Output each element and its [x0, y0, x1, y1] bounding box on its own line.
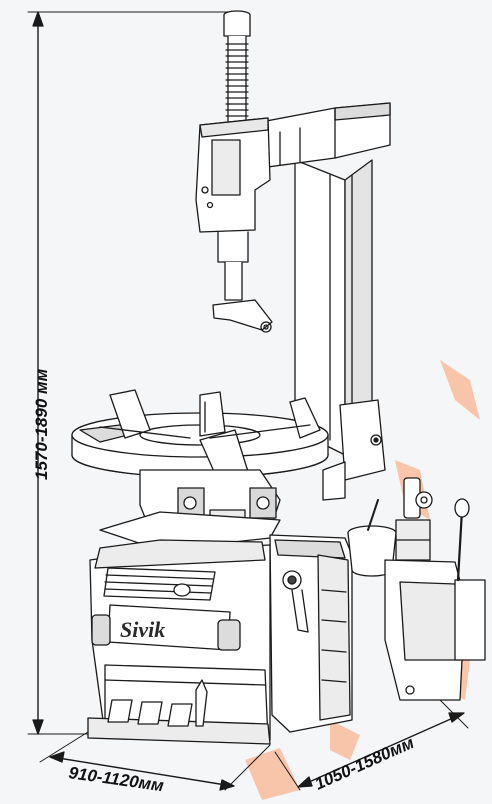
pedals-base: [87, 679, 271, 745]
height-dimension-label: 1570-1890 мм: [32, 368, 51, 480]
height-dimension: [27, 11, 231, 735]
mount-head-housing: [195, 117, 273, 333]
depth-dimension: [274, 699, 469, 791]
assist-unit: [384, 498, 486, 701]
spring-coil: [225, 43, 249, 117]
turntable: [71, 389, 329, 486]
bead-breaker: [269, 534, 353, 733]
depth-dimension-label: 1050-1580мм: [312, 733, 417, 794]
spring-shaft: [223, 10, 251, 126]
air-regulator: [395, 477, 433, 561]
brand-logo: Sivik: [120, 617, 165, 642]
lube-cup: [347, 499, 397, 577]
width-dimension: [39, 731, 271, 791]
column: [294, 159, 386, 501]
